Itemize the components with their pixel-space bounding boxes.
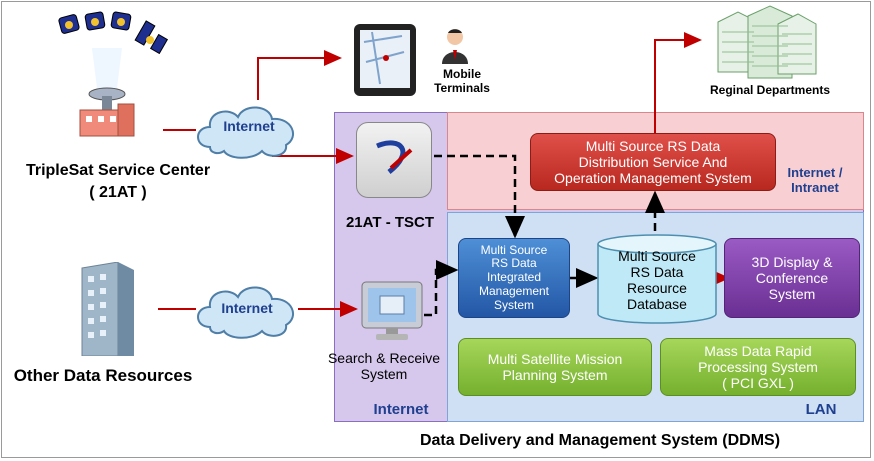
internet-cloud-top [197, 106, 294, 159]
city-buildings-icon [717, 5, 817, 79]
mobile-label: Mobile Terminals [434, 67, 490, 95]
tablet-icon [354, 24, 416, 96]
diagram-caption: Data Delivery and Management System (DDM… [419, 432, 781, 449]
internet-top-label: Internet [223, 118, 275, 134]
21at-logo-icon[interactable] [356, 122, 432, 198]
arrow-search-to-integrated [424, 260, 459, 317]
zone-label-lan: LAN [805, 401, 837, 418]
other-resources-label: Other Data Resources [13, 366, 193, 385]
arrow-internet-to-mobile [257, 50, 342, 100]
arrow-tsct-to-integrated [434, 154, 525, 239]
search-receive-label: Search & Receive System [327, 350, 441, 383]
database-cylinder[interactable] [596, 234, 718, 324]
satellite-icon [58, 11, 169, 55]
user-icon [442, 29, 468, 64]
display-3d-box[interactable]: 3D Display & Conference System [724, 238, 860, 318]
zone-label-intranet: Internet / Intranet [787, 165, 843, 195]
mass-data-processing-box[interactable]: Mass Data Rapid Processing System ( PCI … [660, 338, 856, 396]
mission-planning-box[interactable]: Multi Satellite Mission Planning System [458, 338, 652, 396]
database-label: Multi Source RS Data Resource Database [618, 248, 696, 313]
zone-label-internet: Internet [373, 401, 429, 418]
regional-label: Reginal Departments [709, 83, 831, 97]
computer-icon[interactable] [360, 280, 424, 342]
distribution-system-box[interactable]: Multi Source RS Data Distribution Servic… [530, 133, 776, 191]
internet-cloud-bottom [197, 286, 294, 339]
arrow-distribution-to-regional [654, 32, 702, 133]
tsct-label: 21AT - TSCT [345, 214, 435, 231]
office-building-icon [81, 262, 134, 356]
integrated-management-box[interactable]: Multi Source RS Data Integrated Manageme… [458, 238, 570, 318]
ground-station-icon [79, 48, 135, 137]
internet-bottom-label: Internet [221, 300, 273, 316]
triplesat-label: TripleSat Service Center ( 21AT ) [25, 162, 211, 201]
